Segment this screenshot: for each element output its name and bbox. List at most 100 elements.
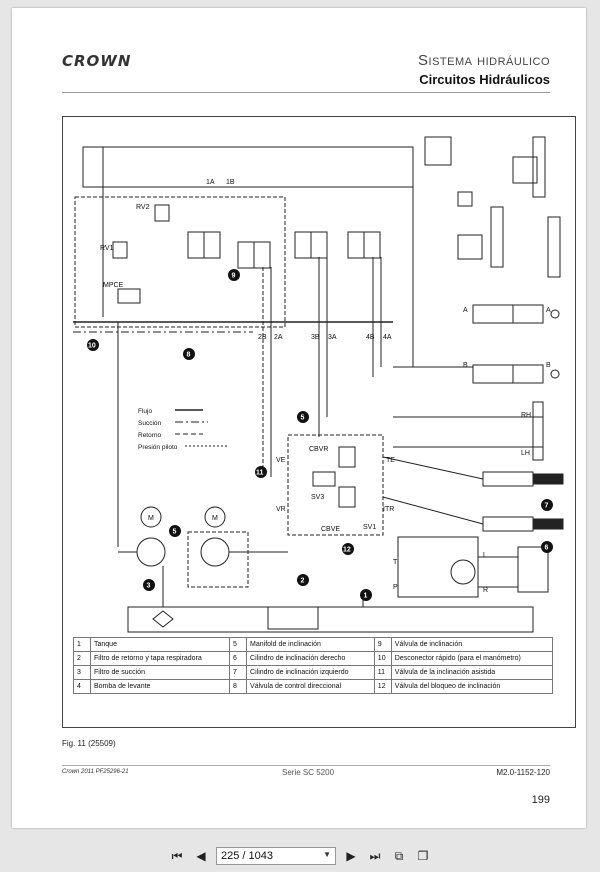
port-a-left: A (463, 307, 468, 314)
port-rh: RH (521, 412, 531, 419)
footer-doc-code: M2.0-1152-120 (496, 768, 550, 777)
legend-succion: Succión (138, 420, 162, 427)
port-3b: 3B (311, 334, 320, 341)
svg-text:12: 12 (343, 547, 351, 554)
legend-number: 6 (229, 651, 248, 666)
legend-description: Cilindro de inclinación izquierdo (246, 665, 375, 680)
figure-caption: Fig. 11 (25509) (62, 739, 116, 748)
hydraulic-diagram: 1A 1B 2B 2A 3B 3A 4B 4A A B A B RH LH T … (62, 116, 576, 728)
legend-number: 3 (73, 665, 91, 680)
port-4b: 4B (366, 334, 375, 341)
legend-description: Cilindro de inclinación derecho (246, 651, 375, 666)
legend-number: 11 (373, 665, 392, 680)
label-mpce: MPCE (103, 282, 124, 289)
next-page-icon[interactable]: ▶ (346, 849, 356, 863)
port-b-right: B (546, 362, 551, 369)
port-r: R (483, 587, 488, 594)
legend-number: 7 (229, 665, 248, 680)
legend-number: 8 (229, 679, 248, 694)
pilot-section (74, 196, 286, 328)
port-b-left: B (463, 362, 468, 369)
section-title: Sistema hidráulico (418, 52, 550, 69)
legend-description: Válvula de la inclinación asistida (390, 665, 554, 680)
svg-text:2: 2 (301, 578, 305, 585)
legend-number: 1 (73, 637, 91, 652)
port-2b: 2B (258, 334, 267, 341)
legend-description: Desconector rápido (para el manómetro) (390, 651, 554, 666)
header-rule (62, 92, 550, 93)
legend-description: Bomba de levante (89, 679, 231, 694)
label-sv1: SV1 (363, 524, 376, 531)
motor-m-2: M (212, 515, 218, 522)
svg-text:3: 3 (147, 583, 151, 590)
port-1b: 1B (226, 179, 235, 186)
page-number-field-value: 225 / 1043 (221, 850, 273, 862)
last-page-icon[interactable]: ⏭ (369, 848, 381, 863)
schematic-drawing: 1A 1B 2B 2A 3B 3A 4B 4A A B A B RH LH T … (73, 136, 564, 633)
legend-number: 9 (373, 637, 392, 652)
page-number-field[interactable]: 225 / 1043 ▼ (216, 847, 336, 865)
svg-text:10: 10 (88, 343, 96, 350)
crown-logo: CROWN (62, 52, 132, 70)
legend-number: 5 (229, 637, 248, 652)
label-cbvr: CBVR (309, 446, 328, 453)
footer-series: Serie SC 5200 (282, 768, 335, 777)
port-t: T (393, 559, 398, 566)
legend-description: Filtro de succión (89, 665, 231, 680)
footer-copyright: Crown 2011 PF25296-21 (62, 769, 129, 775)
page-number: 199 (531, 794, 550, 806)
label-cbve: CBVE (321, 526, 340, 533)
document-page: CROWN Sistema hidráulico Circuitos Hidrá… (12, 8, 586, 828)
chevron-down-icon[interactable]: ▼ (323, 850, 331, 859)
motor-m-1: M (148, 515, 154, 522)
svg-text:5: 5 (173, 529, 177, 536)
viewer-toolbar: ⏮ ◀ 225 / 1043 ▼ ▶ ⏭ ⧉ ❐ (0, 840, 600, 872)
svg-text:1: 1 (364, 593, 368, 600)
two-page-icon[interactable]: ❐ (417, 849, 429, 863)
legend-description: Filtro de retorno y tapa respiradora (89, 651, 231, 666)
svg-text:8: 8 (187, 352, 191, 359)
legend-presion-piloto: Presión piloto (138, 444, 178, 451)
label-sv3: SV3 (311, 494, 324, 501)
legend-description: Válvula del bloqueo de inclinación (390, 679, 554, 694)
port-3a: 3A (328, 334, 337, 341)
svg-text:7: 7 (545, 503, 549, 510)
legend-number: 12 (373, 679, 392, 694)
port-lh: LH (521, 450, 530, 457)
legend-flujo: Flujo (138, 408, 152, 415)
legend-number: 4 (73, 679, 91, 694)
legend-number: 10 (373, 651, 392, 666)
footer-rule (62, 765, 550, 766)
label-rv1: RV1 (100, 245, 114, 252)
port-a-right: A (546, 307, 551, 314)
legend-number: 2 (73, 651, 91, 666)
svg-text:11: 11 (256, 470, 264, 477)
first-page-icon[interactable]: ⏮ (171, 848, 183, 863)
port-te: TE (386, 457, 395, 464)
legend-description: Válvula de control direccional (246, 679, 375, 694)
previous-page-icon[interactable]: ◀ (196, 849, 206, 863)
port-2a: 2A (274, 334, 283, 341)
legend-description: Válvula de inclinación (390, 637, 554, 652)
section-subtitle: Circuitos Hidráulicos (419, 72, 550, 87)
port-vr: VR (276, 506, 286, 513)
legend-retorno: Retorno (138, 432, 162, 439)
port-ve: VE (276, 457, 286, 464)
legend-description: Tanque (89, 637, 231, 652)
svg-text:5: 5 (301, 415, 305, 422)
port-itr: ITR (383, 506, 394, 513)
svg-text:6: 6 (545, 545, 549, 552)
port-l: L (483, 552, 487, 559)
legend-description: Manifold de inclinación (246, 637, 375, 652)
svg-text:9: 9 (232, 273, 236, 280)
port-4a: 4A (383, 334, 392, 341)
callouts: 1 2 3 5 5 6 7 8 9 10 11 12 (87, 269, 553, 601)
port-1a: 1A (206, 179, 215, 186)
fit-page-icon[interactable]: ⧉ (394, 848, 404, 863)
port-p: P (393, 584, 398, 591)
